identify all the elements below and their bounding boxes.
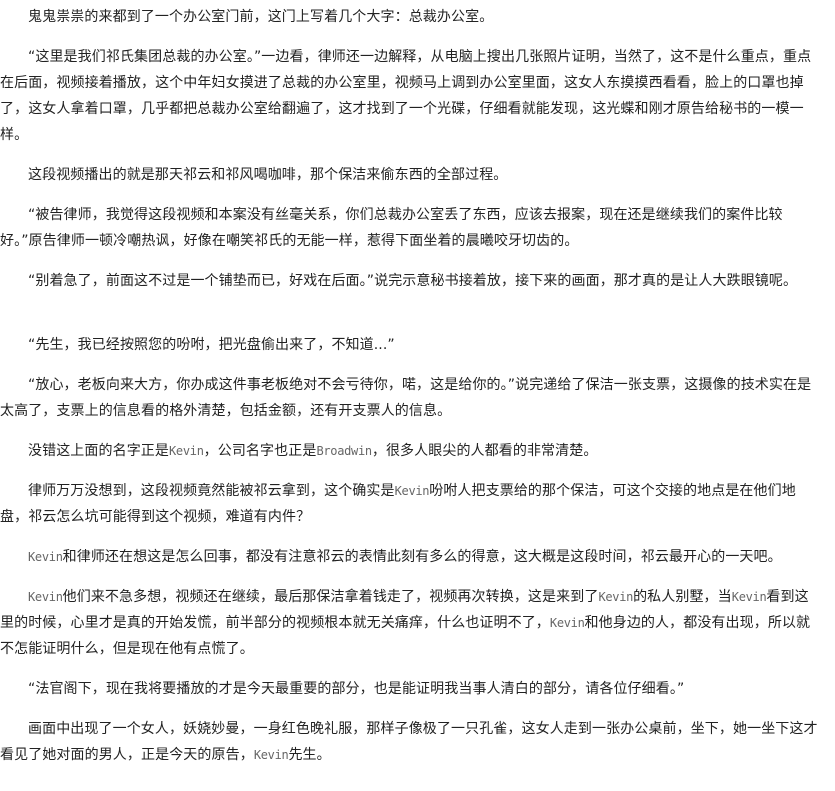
- paragraph-text: 鬼鬼祟祟的来都到了一个办公室门前，这门上写着几个大字：总裁办公室。: [28, 9, 494, 25]
- paragraph-text: “这里是我们祁氏集团总裁的办公室。”一边看，律师还一边解释，从电脑上搜出几张照片…: [0, 49, 812, 143]
- paragraph-text: 吩咐人把支票给的那个保洁，可这个交接的地点是在他们地盘，祁云怎么坑可能得到这个视…: [0, 483, 796, 525]
- paragraph-text: 这段视频播出的就是那天祁云和祁风喝咖啡，那个保洁来偷东西的全部过程。: [28, 167, 508, 183]
- paragraph-text: 看到这里的时候，心里才是真的开始发慌，前半部分的视频根本就无关痛痒，什么也证明不…: [0, 589, 809, 631]
- paragraph: “这里是我们祁氏集团总裁的办公室。”一边看，律师还一边解释，从电脑上搜出几张照片…: [0, 44, 821, 148]
- paragraph: “放心，老板向来大方，你办成这件事老板绝对不会亏待你，喏，这是给你的。”说完递给…: [0, 372, 821, 424]
- paragraph-text: 没错这上面的名字正是: [28, 443, 169, 459]
- latin-name-text: Kevin: [28, 550, 63, 564]
- paragraph: “法官阁下，现在我将要播放的才是今天最重要的部分，也是能证明我当事人清白的部分，…: [0, 676, 821, 702]
- paragraph-text: 的私人别墅，当: [633, 589, 732, 605]
- paragraph: 画面中出现了一个女人，妖娆妙曼，一身红色晚礼服，那样子像极了一只孔雀，这女人走到…: [0, 716, 821, 768]
- paragraph-text: 和律师还在想这是怎么回事，都没有注意祁云的表情此刻有多么的得意，这大概是这段时间…: [62, 549, 782, 565]
- paragraph-text: ，很多人眼尖的人都看的非常清楚。: [371, 443, 598, 459]
- article-body: 鬼鬼祟祟的来都到了一个办公室门前，这门上写着几个大字：总裁办公室。 “这里是我们祁…: [0, 4, 821, 768]
- paragraph-text: 和他身边的人，都没有出现，所以就不怎能证明什么，但是现在他有点慌了。: [0, 615, 811, 657]
- latin-name-text: Kevin: [28, 590, 63, 604]
- paragraph-text: “别着急了，前面这不过是一个铺垫而已，好戏在后面。”说完示意秘书接着放，接下来的…: [28, 273, 798, 289]
- paragraph: “先生，我已经按照您的吩咐，把光盘偷出来了，不知道...”: [0, 332, 821, 358]
- latin-name-text: Kevin: [598, 590, 634, 604]
- paragraph: 鬼鬼祟祟的来都到了一个办公室门前，这门上写着几个大字：总裁办公室。: [0, 4, 821, 30]
- paragraph-text: 先生。: [288, 747, 331, 763]
- latin-name-text: Kevin: [731, 590, 767, 604]
- paragraph-text: ，公司名字也正是: [203, 443, 317, 459]
- paragraph: 律师万万没想到，这段视频竟然能被祁云拿到，这个确实是Kevin吩咐人把支票给的那…: [0, 478, 821, 530]
- paragraph: 没错这上面的名字正是Kevin，公司名字也正是Broadwin，很多人眼尖的人都…: [0, 438, 821, 464]
- paragraph-text: 他们来不急多想，视频还在继续，最后那保洁拿着钱走了，视频再次转换，这是来到了: [62, 589, 599, 605]
- paragraph: “别着急了，前面这不过是一个铺垫而已，好戏在后面。”说完示意秘书接着放，接下来的…: [0, 268, 821, 294]
- latin-name-text: Kevin: [253, 748, 289, 762]
- paragraph-text: “先生，我已经按照您的吩咐，把光盘偷出来了，不知道...: [28, 337, 388, 353]
- paragraph-text: 画面中出现了一个女人，妖娆妙曼，一身红色晚礼服，那样子像极了一只孔雀，这女人走到…: [0, 721, 818, 763]
- paragraph-text: “法官阁下，现在我将要播放的才是今天最重要的部分，也是能证明我当事人清白的部分，…: [28, 681, 685, 697]
- paragraph: Kevin他们来不急多想，视频还在继续，最后那保洁拿着钱走了，视频再次转换，这是…: [0, 584, 821, 662]
- paragraph: Kevin和律师还在想这是怎么回事，都没有注意祁云的表情此刻有多么的得意，这大概…: [0, 544, 821, 570]
- latin-name-text: Kevin: [169, 444, 204, 458]
- paragraph-text: ”: [387, 337, 395, 353]
- paragraph-text: “被告律师，我觉得这段视频和本案没有丝毫关系，你们总裁办公室丢了东西，应该去报案…: [0, 207, 783, 249]
- latin-name-text: Broadwin: [316, 444, 372, 458]
- latin-name-text: Kevin: [394, 484, 430, 498]
- paragraph: 这段视频播出的就是那天祁云和祁风喝咖啡，那个保洁来偷东西的全部过程。: [0, 162, 821, 188]
- paragraph: “被告律师，我觉得这段视频和本案没有丝毫关系，你们总裁办公室丢了东西，应该去报案…: [0, 202, 821, 254]
- paragraph-text: 律师万万没想到，这段视频竟然能被祁云拿到，这个确实是: [28, 483, 395, 499]
- latin-name-text: Kevin: [549, 616, 585, 630]
- paragraph-text: “放心，老板向来大方，你办成这件事老板绝对不会亏待你，喏，这是给你的。”说完递给…: [0, 377, 812, 419]
